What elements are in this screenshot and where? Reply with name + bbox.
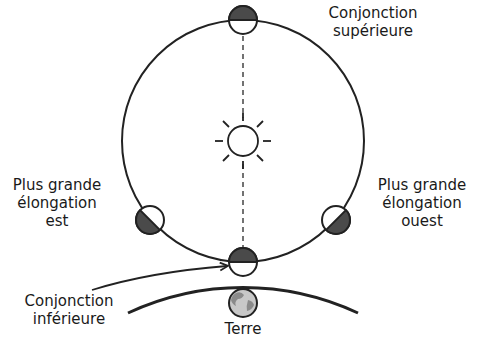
venus-orbit	[122, 20, 364, 262]
position-label: Plus grande élongation est	[12, 176, 102, 230]
planet-label: Terre	[205, 320, 281, 338]
venus-phase	[322, 206, 350, 234]
venus-phase	[229, 6, 257, 34]
position-label: Conjonction supérieure	[318, 4, 428, 40]
position-label: Plus grande élongation ouest	[372, 176, 472, 230]
leader-arrow	[92, 266, 227, 290]
earth-symbol	[229, 289, 257, 317]
sun-symbol	[215, 113, 271, 169]
venus-phase	[229, 248, 257, 276]
venus-phase	[136, 206, 164, 234]
alignment-line	[242, 164, 244, 247]
alignment-line	[242, 36, 244, 118]
position-label: Conjonction inférieure	[14, 292, 124, 328]
